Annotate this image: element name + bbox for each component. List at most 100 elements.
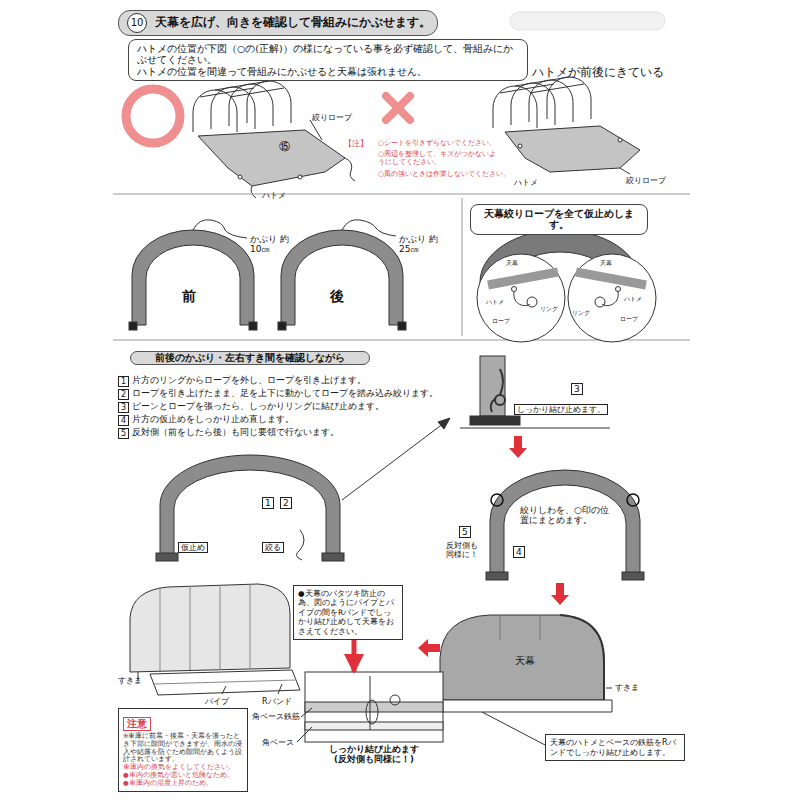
arch-step xyxy=(156,553,178,561)
detail-circle xyxy=(616,287,621,292)
band-detail xyxy=(305,672,443,742)
frame-correct xyxy=(200,88,254,97)
part-label: 天幕 xyxy=(600,260,612,267)
callout-number: 1 xyxy=(118,376,129,387)
part-label: ロープを引き上げたまま、足を上下に動かしてロープを踏み込み絞ります。 xyxy=(132,389,438,399)
frame-correct xyxy=(230,88,284,97)
arch-step xyxy=(322,553,344,561)
part-label: 反対側（前をしたら後）も同じ要領で行ないます。 xyxy=(132,428,339,438)
tunnel-left xyxy=(160,587,161,671)
callout-number: 仮止め xyxy=(178,542,208,553)
arch-gather xyxy=(622,572,644,580)
callout-number: 2 xyxy=(118,389,129,400)
frame-wrong xyxy=(620,168,630,174)
part-label: かぶり 約25㎝ xyxy=(399,234,439,255)
detail-circle xyxy=(576,272,646,285)
node-heading: 10 xyxy=(127,13,147,33)
node-text: ※車庫に前幕・後幕・天幕を張ったとき下部に隙間ができますが、雨水の浸入や結露を防… xyxy=(123,733,243,764)
band-detail xyxy=(370,676,371,730)
tunnel-right xyxy=(560,615,604,700)
arch-front xyxy=(132,230,254,325)
part-label: ロープ xyxy=(492,318,510,325)
detail-circle xyxy=(477,254,656,342)
part-label: ○周辺を整理して、キズがつかないようにしてください。 xyxy=(378,150,503,166)
arch-gather xyxy=(491,494,503,506)
arch-back xyxy=(398,322,406,330)
tunnel-right xyxy=(500,615,501,640)
divider-line xyxy=(462,198,463,336)
node-text: ハトメの位置を間違って骨組みにかぶせると天幕は張れません。 xyxy=(137,66,519,77)
tunnel-right xyxy=(440,615,604,700)
node-text: (反対側も同様に！) xyxy=(305,754,443,764)
detail-circle xyxy=(512,287,517,292)
faint-band xyxy=(510,12,665,30)
arch-gather xyxy=(490,470,640,575)
wrong-mark xyxy=(386,96,410,120)
node-heading: 前後のかぶり・左右すき間を確認しながら xyxy=(131,352,369,364)
callout-box: 天幕のハトメとベースの鉄筋をRバンドでしっかり結び止めします。 xyxy=(545,734,685,761)
band-detail xyxy=(366,700,378,724)
part-label: 前 xyxy=(182,288,196,304)
divider-line xyxy=(113,194,690,195)
node-text: ●車内の換気が悪いと危険なため。 xyxy=(123,772,243,780)
part-label: ⑮ xyxy=(279,141,290,154)
part-label: 反対側も同様に！ xyxy=(446,541,482,559)
band-detail xyxy=(301,708,312,717)
callout-number: 2 xyxy=(280,497,292,509)
arch-back xyxy=(278,322,286,330)
callout-number: 4 xyxy=(513,546,525,558)
detail-circle xyxy=(477,254,565,342)
frame-wrong xyxy=(547,77,591,119)
frame-wrong xyxy=(505,126,640,172)
arch-step xyxy=(438,418,450,429)
callout-number: 4 xyxy=(118,415,129,426)
ring-detail xyxy=(460,356,610,428)
part-label: ハトメ xyxy=(514,178,538,187)
tunnel-left xyxy=(222,686,226,694)
node-heading: ハトメの位置が下図（○の(正解)）の様になっている事を必ず確認して、骨組みにかぶ… xyxy=(137,43,519,66)
callout-number: 5 xyxy=(118,428,129,439)
flow-arrow xyxy=(352,640,357,672)
part-label: Rバンド xyxy=(262,697,292,706)
arch-back xyxy=(342,220,396,236)
ring-detail xyxy=(460,428,610,429)
tunnel-left xyxy=(154,680,296,684)
band-detail xyxy=(390,695,400,705)
tunnel-right xyxy=(606,688,612,689)
part-label: すきま xyxy=(615,683,639,692)
red-arrow xyxy=(509,436,527,458)
callout-number: 5 xyxy=(459,526,471,538)
correct-mark xyxy=(126,89,180,143)
arch-step xyxy=(160,455,340,555)
arch-front xyxy=(129,322,137,330)
red-arrow xyxy=(551,583,569,605)
wrong-mark xyxy=(386,96,410,120)
arch-front xyxy=(129,220,257,330)
part-label: 片方のリングからロープを外し、ロープを引き上げます。 xyxy=(132,376,366,386)
arch-gather xyxy=(627,494,639,506)
detail-circle xyxy=(514,292,530,306)
tunnel-right xyxy=(432,615,612,745)
tunnel-right xyxy=(432,700,612,712)
part-label: 角ベース xyxy=(262,738,294,747)
ring-detail xyxy=(480,356,505,416)
frame-correct xyxy=(215,81,269,90)
arch-step xyxy=(156,418,450,561)
instruction-box: 天幕絞りロープを全て仮止めします。 xyxy=(470,204,648,235)
part-label: ハトメ xyxy=(262,191,286,200)
part-label: リング xyxy=(572,310,590,317)
frame-correct xyxy=(345,158,355,181)
frame-correct xyxy=(310,120,322,140)
part-label: ○シートを引きずらないでください。 xyxy=(378,139,496,147)
caution-box: 注意※車庫に前幕・後幕・天幕を張ったとき下部に隙間ができますが、雨水の浸入や結露… xyxy=(118,708,248,792)
frame-correct xyxy=(198,130,345,186)
tunnel-left xyxy=(190,586,191,670)
tunnel-left xyxy=(130,584,290,672)
callout-number: 3 xyxy=(118,402,129,413)
part-label: 絞りロープ xyxy=(626,176,666,185)
ring-detail xyxy=(495,395,505,405)
faint-band xyxy=(510,12,665,30)
band-detail xyxy=(297,672,443,742)
